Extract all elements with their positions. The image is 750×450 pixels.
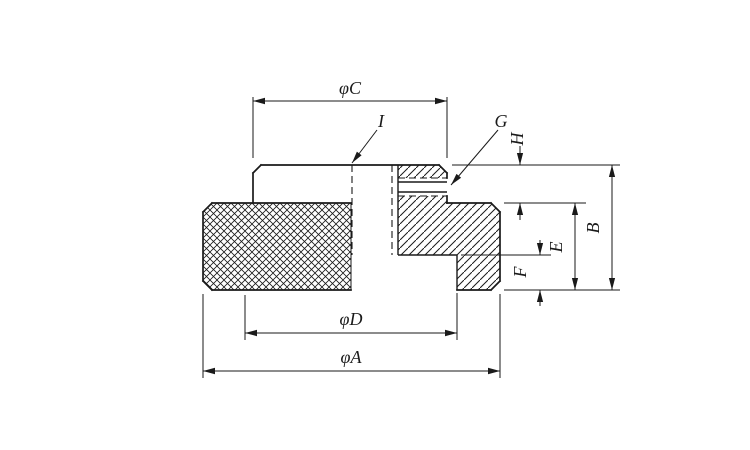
thread-hidden-lines [351, 165, 393, 255]
bore-lines [397, 165, 458, 290]
label-phi-c: φC [339, 78, 362, 98]
leader-i [351, 129, 378, 164]
label-g: G [495, 111, 508, 131]
section-hatch-region [398, 165, 500, 290]
label-phi-a: φA [341, 347, 363, 367]
label-e: E [546, 242, 566, 254]
label-h: H [507, 132, 527, 147]
dim-e [571, 203, 579, 290]
dim-phi-a [202, 294, 501, 378]
side-tapped-hole [398, 177, 447, 197]
leader-g [450, 129, 499, 186]
boss-outline [251, 163, 449, 204]
dim-b [608, 165, 616, 290]
extension-lines-right [452, 164, 620, 291]
dim-f [536, 240, 544, 306]
labels: φC I G H E F B φD φA [339, 78, 603, 367]
dim-phi-d [244, 293, 458, 340]
label-i: I [377, 111, 385, 131]
dim-phi-c [252, 97, 448, 158]
knurl-region [203, 203, 351, 290]
label-b: B [583, 223, 603, 234]
part-geometry [201, 163, 502, 292]
label-f: F [510, 266, 530, 279]
label-phi-d: φD [340, 309, 363, 329]
dimensions [202, 97, 620, 378]
flange-outline [201, 201, 502, 292]
dim-h [516, 146, 524, 220]
